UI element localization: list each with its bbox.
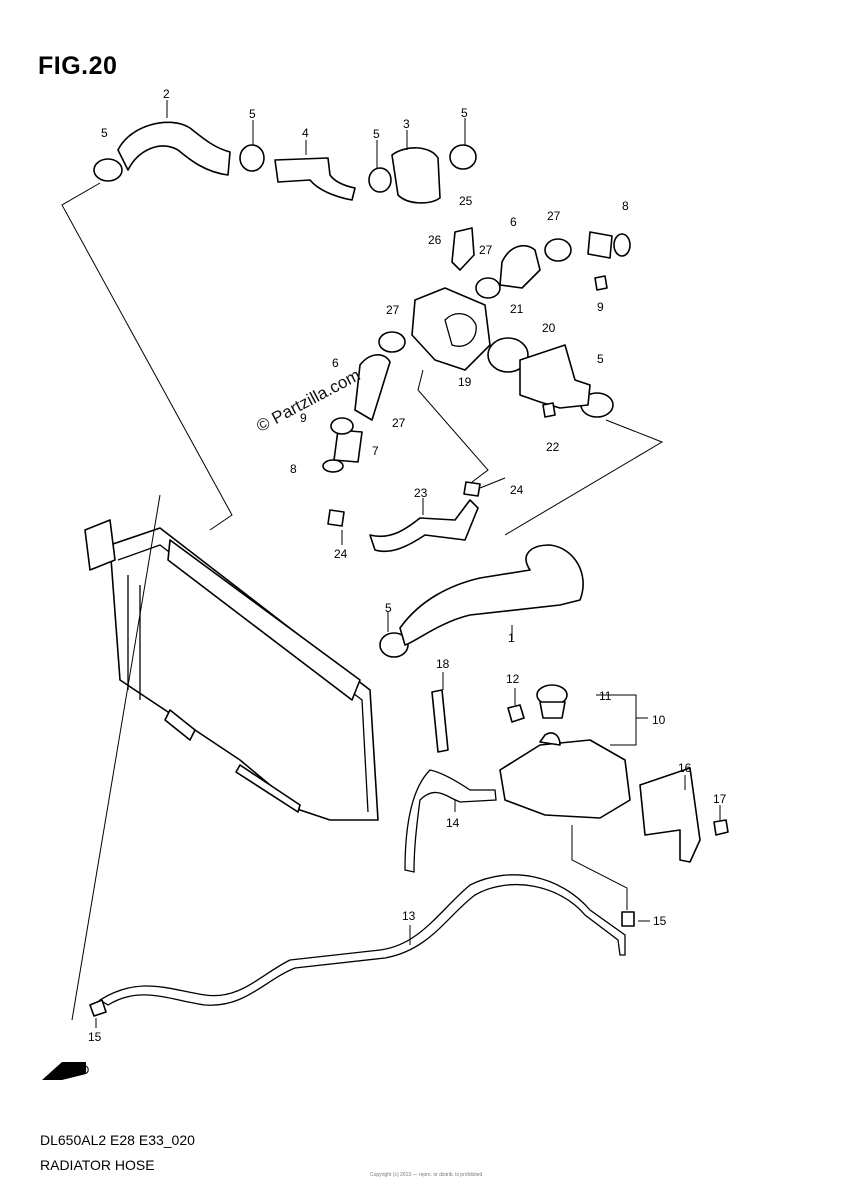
fine-print: Copyright (c) 2013 — repro. or distrib. … xyxy=(370,1172,483,1178)
radiator[interactable] xyxy=(84,519,379,821)
callout-18[interactable]: 18 xyxy=(436,657,450,671)
callout-15[interactable]: 15 xyxy=(88,1030,102,1044)
bolt-9[interactable] xyxy=(542,402,556,418)
callout-9[interactable]: 9 xyxy=(300,411,307,425)
callout-8[interactable]: 8 xyxy=(290,462,297,476)
callout-6[interactable]: 6 xyxy=(332,356,339,370)
hose-3[interactable] xyxy=(391,147,441,204)
callout-5[interactable]: 5 xyxy=(373,127,380,141)
callout-8[interactable]: 8 xyxy=(622,199,629,213)
callout-27[interactable]: 27 xyxy=(386,303,400,317)
callout-27[interactable]: 27 xyxy=(479,243,493,257)
fwd-arrow-icon: FWD xyxy=(42,1062,90,1080)
fitting-7[interactable] xyxy=(333,429,363,463)
callout-2[interactable]: 2 xyxy=(163,87,170,101)
thermostat-21[interactable] xyxy=(487,337,529,373)
callout-1[interactable]: 1 xyxy=(508,631,515,645)
callout-5[interactable]: 5 xyxy=(385,601,392,615)
callout-16[interactable]: 16 xyxy=(678,761,692,775)
thermostat-cover-20[interactable] xyxy=(519,344,591,409)
callout-27[interactable]: 27 xyxy=(392,416,406,430)
callout-5[interactable]: 5 xyxy=(597,352,604,366)
callout-10[interactable]: 10 xyxy=(652,713,666,727)
callout-9[interactable]: 9 xyxy=(597,300,604,314)
callout-3[interactable]: 3 xyxy=(403,117,410,131)
callout-5[interactable]: 5 xyxy=(461,106,468,120)
callout-11[interactable]: 11 xyxy=(599,689,612,703)
callout-23[interactable]: 23 xyxy=(414,486,428,500)
callout-4[interactable]: 4 xyxy=(302,126,309,140)
callout-7[interactable]: 7 xyxy=(372,444,379,458)
figure-code: DL650AL2 E28 E33_020 xyxy=(40,1132,195,1148)
callout-27[interactable]: 27 xyxy=(547,209,561,223)
bolt-17[interactable] xyxy=(713,819,729,836)
bolt-9[interactable] xyxy=(594,275,608,291)
thermostat-housing-19[interactable] xyxy=(411,287,491,371)
callout-14[interactable]: 14 xyxy=(446,816,460,830)
figure-caption: RADIATOR HOSE xyxy=(40,1157,155,1173)
callout-5[interactable]: 5 xyxy=(101,126,108,140)
callout-24[interactable]: 24 xyxy=(510,483,524,497)
clamp-15[interactable] xyxy=(621,911,635,927)
callout-17[interactable]: 17 xyxy=(713,792,727,806)
callout-13[interactable]: 13 xyxy=(402,909,416,923)
callout-20[interactable]: 20 xyxy=(542,321,556,335)
figure-title: FIG.20 xyxy=(38,52,118,80)
reservoir-tank[interactable] xyxy=(499,739,631,819)
hose-4[interactable] xyxy=(274,157,356,201)
clamp-27[interactable] xyxy=(330,277,501,435)
hose-6[interactable] xyxy=(354,354,391,421)
hose-13[interactable] xyxy=(98,874,626,1006)
clip-24[interactable] xyxy=(463,481,481,497)
clip-24[interactable] xyxy=(327,509,345,527)
cushion-18[interactable] xyxy=(431,689,449,753)
hose-6[interactable] xyxy=(499,245,541,289)
callout-6[interactable]: 6 xyxy=(510,215,517,229)
callout-25[interactable]: 25 xyxy=(459,194,473,208)
callout-26[interactable]: 26 xyxy=(428,233,442,247)
hose-clamp-5[interactable] xyxy=(93,144,614,658)
pipe-joint[interactable] xyxy=(587,231,613,259)
bolt-12[interactable] xyxy=(507,704,525,723)
callout-22[interactable]: 22 xyxy=(546,440,560,454)
hose-14[interactable] xyxy=(404,769,497,873)
callout-24[interactable]: 24 xyxy=(334,547,348,561)
callout-19[interactable]: 19 xyxy=(458,375,472,389)
hose-23[interactable] xyxy=(369,499,479,553)
bracket-16[interactable] xyxy=(639,767,701,863)
leader-lines xyxy=(61,100,721,1028)
hose-1[interactable] xyxy=(399,544,584,646)
clamp-15[interactable] xyxy=(89,999,107,1017)
temp-sensor-26[interactable] xyxy=(451,227,475,271)
callout-12[interactable]: 12 xyxy=(506,672,520,686)
fwd-label: FWD xyxy=(62,1063,90,1077)
callout-5[interactable]: 5 xyxy=(249,107,256,121)
callout-21[interactable]: 21 xyxy=(510,302,524,316)
callout-15[interactable]: 15 xyxy=(653,914,667,928)
hose-2[interactable] xyxy=(117,121,231,176)
figure-footer: DL650AL2 E28 E33_020 RADIATOR HOSE xyxy=(40,1128,195,1178)
